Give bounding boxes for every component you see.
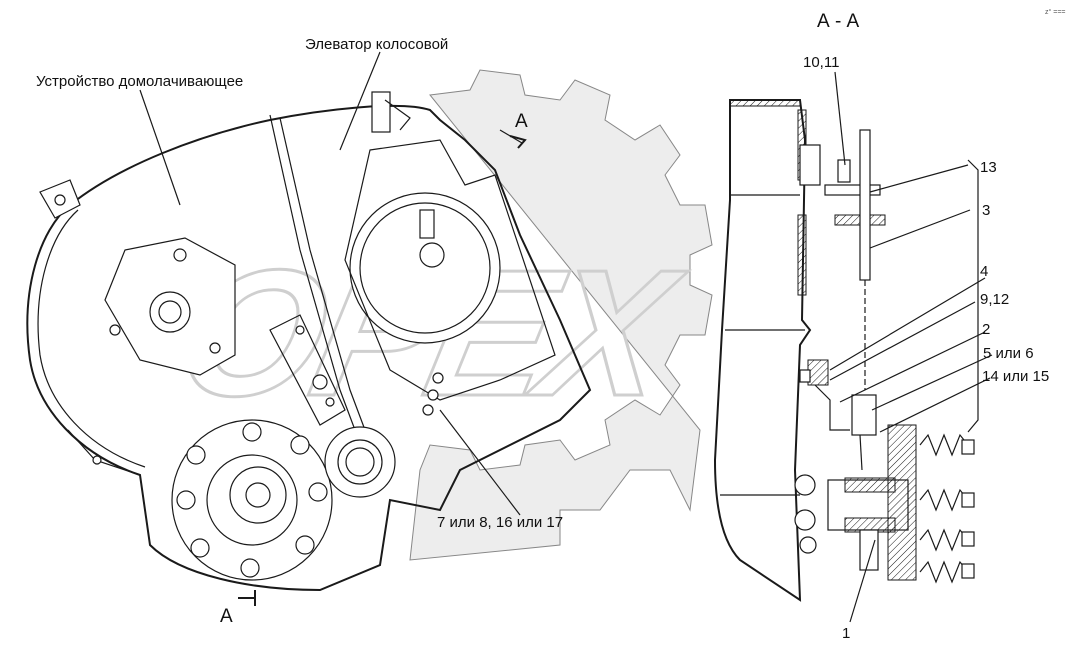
callout-4: 4	[980, 263, 988, 280]
callout-3: 3	[982, 202, 990, 219]
section-a-a-view	[713, 99, 975, 602]
springs	[919, 433, 975, 584]
hub-bolts	[176, 422, 328, 578]
section-mark-bottom: А	[220, 606, 233, 627]
label-parts-7-8-16-17: 7 или 8, 16 или 17	[437, 514, 563, 531]
label-thresher-device: Устройство домолачивающее	[36, 73, 243, 90]
section-mark-top: А	[515, 111, 528, 132]
callout-13: 13	[980, 159, 997, 176]
callout-14-or-15: 14 или 15	[982, 368, 1049, 385]
section-title: А - А	[817, 11, 860, 32]
callout-2: 2	[982, 321, 990, 338]
callout-5-or-6: 5 или 6	[983, 345, 1034, 362]
main-hub-flange	[171, 419, 333, 581]
upper-pulley	[349, 192, 501, 344]
callout-1: 1	[842, 625, 850, 642]
left-leaders	[139, 51, 527, 606]
callout-leaders	[829, 71, 993, 623]
corner-mark: z° ===	[1045, 8, 1066, 16]
label-ear-elevator: Элеватор колосовой	[305, 36, 448, 53]
callout-10-11: 10,11	[803, 54, 839, 71]
idler-roller	[324, 426, 396, 498]
shaft-hub-small	[149, 291, 191, 333]
thresher-housing-view	[26, 91, 592, 592]
callout-9-12: 9,12	[980, 291, 1009, 308]
